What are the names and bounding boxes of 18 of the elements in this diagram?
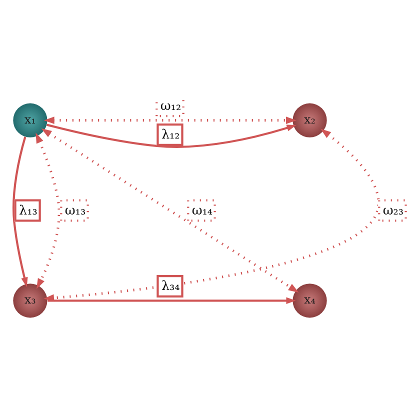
arrow: [44, 128, 380, 302]
arrow: [44, 116, 297, 124]
edge-label: ω₁₂: [160, 98, 182, 114]
arrow: [12, 136, 28, 287]
node-circle: x₂: [292, 102, 327, 137]
edge-label: ω₂₃: [382, 202, 404, 218]
edge-label: λ₁₃: [19, 202, 38, 218]
edge-label: λ₃₄: [161, 278, 180, 294]
node-circle: x₃: [13, 283, 48, 318]
edge-label: λ₁₂: [161, 127, 180, 142]
arrow: [48, 296, 296, 304]
node-circle: x₄: [292, 283, 327, 318]
node-circle: x₁: [13, 102, 48, 137]
arrow: [36, 132, 60, 288]
edge-label: ω₁₃: [64, 202, 86, 218]
arrow: [41, 128, 299, 292]
edge-label: ω₁₄: [192, 202, 213, 218]
arrow: [46, 123, 296, 148]
